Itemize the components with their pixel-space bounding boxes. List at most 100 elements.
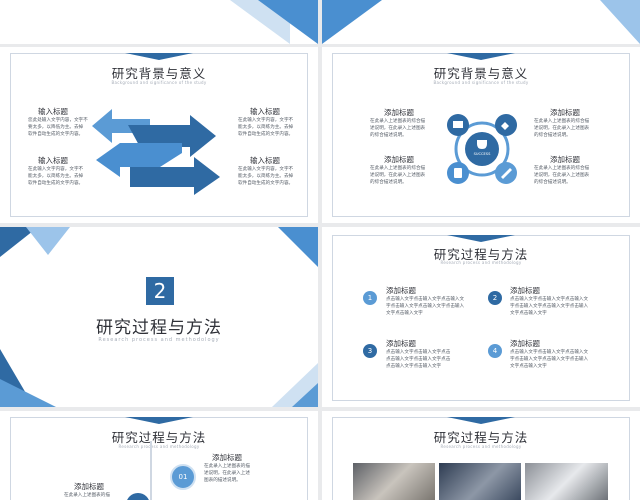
text-line: 点击输入文字点击输入文字点击输入文 xyxy=(510,297,589,302)
right-text-1: 在此输入文字内容，文字不 能太多，以简练为主。去掉 软件自动生成的文字内容。 xyxy=(238,117,293,138)
text-line: 能太多，以简练为主。去掉 xyxy=(238,125,294,130)
left-heading-2: 输入标题 xyxy=(38,156,68,165)
photo-strip xyxy=(353,463,608,500)
text-line: 字点击输入文字点击输入文字点击输入 xyxy=(510,304,589,309)
decor-triangle xyxy=(258,0,318,44)
text-line: 述说明，在此录入上述图表 xyxy=(370,173,426,178)
slide-title: 研究背景与意义 xyxy=(111,66,207,81)
left-heading-2: 添加标题 xyxy=(384,155,414,164)
text-line: 点击输入文字点击输入文字点击输入文 xyxy=(386,297,465,302)
photo-laptop xyxy=(525,463,608,500)
text-line: 述说明，在此录入上述 xyxy=(204,471,250,476)
text-line: 的综合描述说明。 xyxy=(370,180,407,185)
slide-thumbnail-top-right-partial[interactable] xyxy=(322,0,640,44)
text-line: 在此录入上述图表的综合描 xyxy=(370,119,426,124)
mail-icon xyxy=(453,121,463,128)
slide-title: 研究背景与意义 xyxy=(433,66,529,81)
step-number-2: 2 xyxy=(488,291,502,305)
step-number-4: 4 xyxy=(488,344,502,358)
crossing-arrows-graphic xyxy=(92,109,220,195)
step-text-3: 点击输入文字点击输入文字点击 点击输入文字点击输入文字点击 点击输入文字点击输入… xyxy=(386,349,450,370)
text-line: 软件自动生成的文字内容。 xyxy=(238,181,294,186)
text-line: 图表的描述说明。 xyxy=(204,478,241,483)
text-line: 在此录入上述图表的描 xyxy=(64,493,110,498)
slide-thumbnail-top-left-partial[interactable] xyxy=(0,0,318,44)
text-line: 述说明，在此录入上述图表 xyxy=(370,126,426,131)
success-label: SUCCESS xyxy=(473,152,491,156)
photo-writing xyxy=(353,463,435,500)
text-line: 文字点击输入文字 xyxy=(510,364,547,369)
slide-thumbnail-section-2[interactable]: 2 研究过程与方法 Research process and methodolo… xyxy=(0,227,318,407)
text-line: 文字点击输入文字 xyxy=(386,311,423,316)
arrow-left-shape xyxy=(92,109,150,143)
slide-subtitle: Research process and methodology xyxy=(440,444,522,449)
text-line: 点击输入文字点击输入文字点击 xyxy=(386,357,451,362)
text-line: 的综合描述说明。 xyxy=(534,180,571,185)
slide-title: 研究过程与方法 xyxy=(433,247,529,262)
slide-thumbnail-process-4[interactable]: 研究过程与方法 Research process and methodology… xyxy=(322,227,640,407)
right-text-2: 在此录入上述图表的综合描 述说明，在此录入上述图表 的综合描述说明。 xyxy=(534,165,589,186)
left-heading-1: 输入标题 xyxy=(38,107,68,116)
text-line: 的综合描述说明。 xyxy=(370,133,407,138)
step-heading-2: 添加标题 xyxy=(510,286,540,295)
slide-thumbnail-background-1[interactable]: 研究背景与意义 Background and significance of t… xyxy=(0,47,318,223)
slide-subtitle: Research process and methodology xyxy=(440,260,522,265)
left-heading-1: 添加标题 xyxy=(384,108,414,117)
text-line: 点击输入文字点击输入文字点击输入文 xyxy=(510,350,589,355)
phone-icon xyxy=(454,168,462,178)
left-text-1: 您此处输入文字内容，文字不 要太多，以降低为主。去掉 软件自动生成的文字内容。 xyxy=(28,117,88,138)
text-line: 在此录入上述图表的综合描 xyxy=(534,119,590,124)
text-line: 软件自动生成的文字内容。 xyxy=(28,132,84,137)
slide-thumbnail-background-2[interactable]: 研究背景与意义 Background and significance of t… xyxy=(322,47,640,223)
title-notch xyxy=(447,417,515,424)
text-line: 述说明，在此录入上述图表 xyxy=(534,173,590,178)
text-line: 能太多，以简练为主。去掉 xyxy=(238,174,294,179)
step-heading-4: 添加标题 xyxy=(510,339,540,348)
text-line: 字点击输入文字点击输入文字点击输入 xyxy=(386,304,465,309)
decor-triangle xyxy=(278,227,318,267)
text-line: 您此处输入文字内容，文字不 xyxy=(28,118,88,123)
slide-thumbnail-process-6[interactable]: 研究过程与方法 Research process and methodology xyxy=(322,411,640,500)
right-heading-2: 添加标题 xyxy=(550,155,580,164)
right-heading-1: 输入标题 xyxy=(250,107,280,116)
slide-subtitle: Research process and methodology xyxy=(118,444,200,449)
right-heading-1: 添加标题 xyxy=(550,108,580,117)
timeline-text-1: 在此录入上述图表的描 述说明，在此录入上述 图表的描述说明。 xyxy=(204,463,250,484)
decor-triangle xyxy=(322,0,382,44)
arrow-right-shape xyxy=(130,157,220,195)
decor-triangle xyxy=(292,383,318,407)
step-text-2: 点击输入文字点击输入文字点击输入文 字点击输入文字点击输入文字点击输入 文字点击… xyxy=(510,296,588,317)
text-line: 在此录入上述图表的综合描 xyxy=(370,166,426,171)
step-number-1: 1 xyxy=(363,291,377,305)
section-subtitle: Research process and methodology xyxy=(98,337,220,343)
text-line: 软件自动生成的文字内容。 xyxy=(238,132,294,137)
text-line: 软件自动生成的文字内容。 xyxy=(28,181,84,186)
slide-title: 研究过程与方法 xyxy=(111,430,207,445)
slide-thumbnail-process-5[interactable]: 研究过程与方法 Research process and methodology… xyxy=(0,411,318,500)
left-text-2: 在此录入上述图表的综合描 述说明，在此录入上述图表 的综合描述说明。 xyxy=(370,165,425,186)
text-line: 字点击输入文字点击输入文字点击输入 xyxy=(510,357,589,362)
text-line: 要太多，以降低为主。去掉 xyxy=(28,125,84,130)
timeline-heading-2: 添加标题 xyxy=(74,482,104,491)
text-line: 文字点击输入文字 xyxy=(510,311,547,316)
arrow-left-shape xyxy=(96,143,182,177)
left-text-2: 在此输入文字内容，文字不 能太多，以简练为主。去掉 软件自动生成的文字内容。 xyxy=(28,166,83,187)
text-line: 在此输入文字内容，文字不 xyxy=(238,118,294,123)
step-heading-1: 添加标题 xyxy=(386,286,416,295)
decor-triangle xyxy=(0,379,56,407)
timeline-heading-1: 添加标题 xyxy=(212,453,242,462)
trophy-icon xyxy=(477,140,487,149)
timeline-text-2: 在此录入上述图表的描 xyxy=(64,492,110,499)
photo-meeting xyxy=(439,463,521,500)
text-line: 点击输入文字点击输入文字点击 xyxy=(386,350,451,355)
text-line: 的综合描述说明。 xyxy=(534,133,571,138)
decor-triangle xyxy=(26,227,70,255)
handshake-icon xyxy=(501,122,509,130)
section-title: 研究过程与方法 xyxy=(96,318,222,338)
slide-title: 研究过程与方法 xyxy=(433,430,529,445)
title-notch xyxy=(447,235,515,242)
timeline-line xyxy=(150,441,152,500)
step-number-3: 3 xyxy=(363,344,377,358)
step-heading-3: 添加标题 xyxy=(386,339,416,348)
slide-subtitle: Background and significance of the study xyxy=(433,80,529,85)
